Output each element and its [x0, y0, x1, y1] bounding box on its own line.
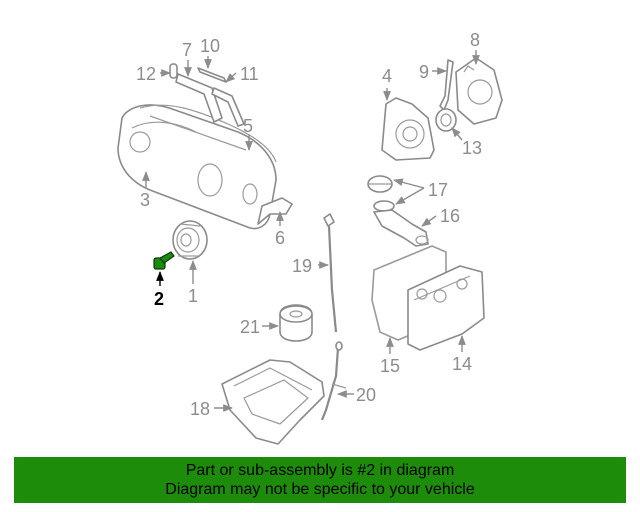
oil-seal — [435, 108, 457, 132]
callout-21: 21 — [240, 317, 260, 337]
oil-filler-tube — [373, 209, 429, 247]
banner-line-disclaimer: Diagram may not be specific to your vehi… — [165, 481, 475, 498]
callout-12: 12 — [136, 64, 156, 84]
callout-1: 1 — [188, 286, 198, 306]
banner-line-part: Part or sub-assembly is #2 in diagram — [185, 462, 455, 479]
callout-7: 7 — [182, 40, 192, 60]
dipstick-tube — [320, 341, 347, 421]
callout-17: 17 — [428, 180, 448, 200]
oil-filler-cap — [367, 175, 395, 212]
callout-2: 2 — [154, 289, 164, 309]
callout-13: 13 — [462, 138, 482, 158]
callout-14: 14 — [452, 354, 472, 374]
crankshaft-pulley — [172, 220, 208, 260]
callout-16: 16 — [440, 206, 460, 226]
callout-18: 18 — [190, 399, 210, 419]
pulley-bolt-highlighted — [153, 251, 175, 270]
callout-6: 6 — [275, 228, 285, 248]
callout-9: 9 — [419, 62, 429, 82]
parts-diagram: 1 2 3 4 5 6 7 8 9 10 11 12 13 14 15 16 1… — [117, 30, 503, 445]
cover-bracket — [257, 197, 293, 225]
timing-cover-upper — [455, 57, 503, 125]
timing-cover-left — [117, 104, 277, 230]
valve-cover — [407, 265, 485, 351]
callout-19: 19 — [292, 256, 312, 276]
callout-3: 3 — [140, 190, 150, 210]
callout-15: 15 — [380, 356, 400, 376]
oil-pan — [221, 359, 325, 445]
callout-11: 11 — [240, 64, 259, 84]
callout-4: 4 — [382, 66, 392, 86]
callout-10: 10 — [200, 36, 220, 56]
leader-lines — [142, 50, 480, 412]
cover-gasket — [139, 104, 277, 163]
cover-strip — [439, 59, 454, 111]
oil-filter — [279, 304, 313, 342]
callout-5: 5 — [243, 116, 253, 136]
info-banner: Part or sub-assembly is #2 in diagram Di… — [14, 457, 626, 503]
callout-8: 8 — [470, 30, 480, 50]
dipstick — [323, 213, 338, 333]
callout-20: 20 — [356, 385, 376, 405]
timing-cover-right — [381, 97, 435, 161]
